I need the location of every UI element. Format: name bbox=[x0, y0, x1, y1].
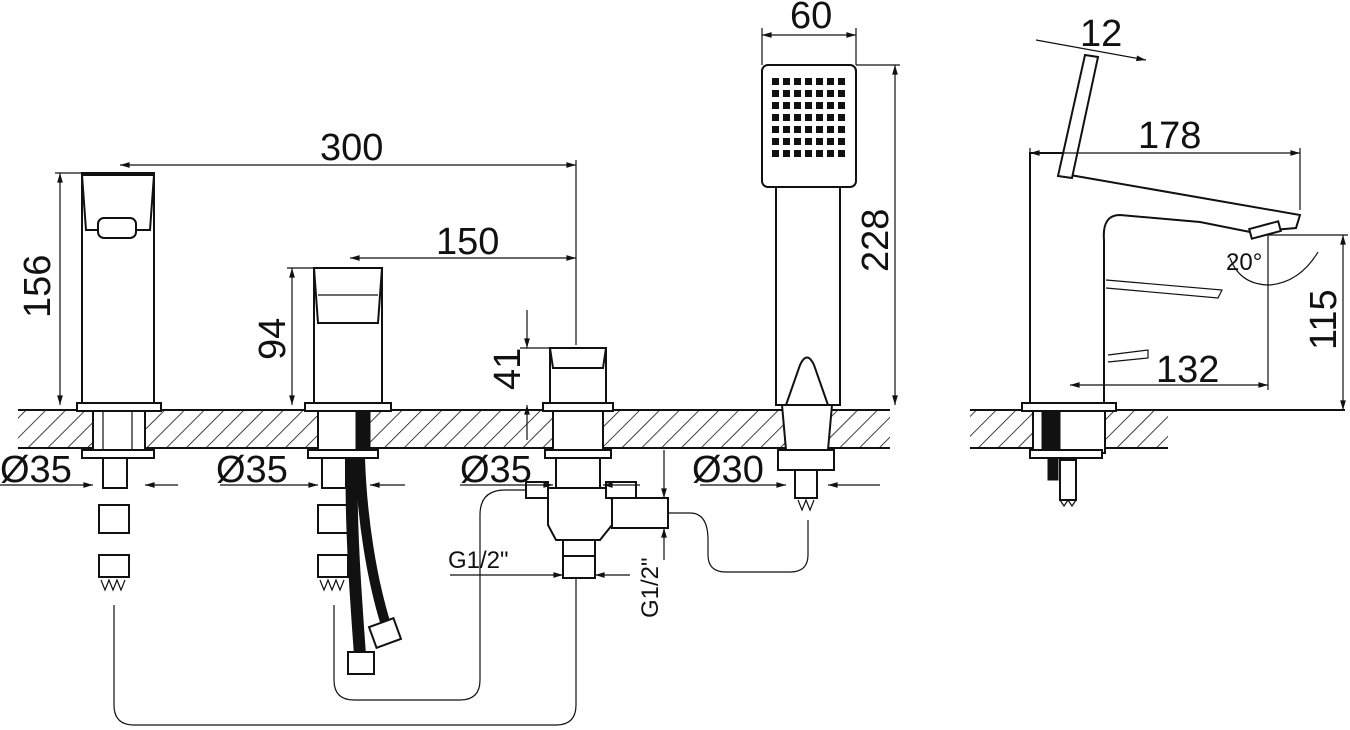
deck-section-right bbox=[970, 409, 1345, 449]
nozzle bbox=[772, 102, 779, 109]
thread-label-2: G1/2" bbox=[637, 557, 664, 618]
dim-60: 60 bbox=[790, 0, 832, 37]
dim-angle: 20° bbox=[1226, 249, 1262, 276]
nozzle bbox=[805, 126, 812, 133]
dim-dia-mixer: Ø35 bbox=[216, 449, 288, 491]
dim-156: 156 bbox=[17, 255, 59, 318]
nozzle bbox=[805, 138, 812, 145]
nozzle bbox=[816, 78, 823, 85]
dim-115: 115 bbox=[1303, 289, 1345, 350]
diverter-valve bbox=[525, 347, 669, 579]
nozzle bbox=[827, 126, 834, 133]
dim-dia-shower: Ø30 bbox=[692, 449, 764, 491]
dim-178: 178 bbox=[1138, 115, 1201, 157]
dim-132: 132 bbox=[1156, 349, 1219, 391]
nozzle bbox=[783, 138, 790, 145]
nozzle bbox=[772, 114, 779, 121]
nozzle bbox=[827, 90, 834, 97]
dim-94: 94 bbox=[252, 318, 294, 360]
hose-lines bbox=[113, 489, 809, 726]
nozzle bbox=[805, 102, 812, 109]
thread-label-1: G1/2" bbox=[448, 547, 509, 574]
nozzle bbox=[783, 150, 790, 157]
nozzle bbox=[827, 138, 834, 145]
nozzle bbox=[827, 114, 834, 121]
nozzle bbox=[794, 138, 801, 145]
dim-dia-spout: Ø35 bbox=[0, 449, 72, 491]
nozzle bbox=[783, 102, 790, 109]
nozzle bbox=[794, 150, 801, 157]
dim-300: 300 bbox=[320, 127, 383, 169]
dimension-lines bbox=[0, 28, 1348, 578]
nozzle bbox=[794, 126, 801, 133]
nozzle bbox=[838, 114, 845, 121]
nozzle bbox=[816, 138, 823, 145]
nozzle bbox=[794, 78, 801, 85]
nozzle bbox=[838, 102, 845, 109]
dim-12: 12 bbox=[1080, 13, 1122, 55]
nozzle bbox=[783, 126, 790, 133]
nozzle bbox=[772, 90, 779, 97]
nozzle bbox=[772, 150, 779, 157]
nozzle bbox=[794, 90, 801, 97]
mixer-valve-1 bbox=[304, 267, 403, 675]
dim-228: 228 bbox=[855, 209, 897, 272]
nozzle bbox=[794, 114, 801, 121]
nozzle bbox=[816, 90, 823, 97]
spout-body bbox=[76, 172, 162, 592]
nozzle bbox=[838, 138, 845, 145]
nozzle bbox=[805, 114, 812, 121]
nozzle bbox=[805, 90, 812, 97]
nozzle bbox=[805, 150, 812, 157]
nozzle bbox=[816, 114, 823, 121]
shower-nozzles bbox=[772, 78, 845, 157]
nozzle bbox=[783, 78, 790, 85]
nozzle bbox=[772, 138, 779, 145]
hand-shower bbox=[761, 64, 857, 512]
nozzle bbox=[838, 150, 845, 157]
nozzle bbox=[772, 78, 779, 85]
side-view-spout bbox=[1021, 53, 1302, 508]
nozzle bbox=[816, 102, 823, 109]
dim-150: 150 bbox=[436, 221, 499, 263]
nozzle bbox=[838, 90, 845, 97]
nozzle bbox=[805, 78, 812, 85]
nozzle bbox=[816, 150, 823, 157]
nozzle bbox=[838, 126, 845, 133]
nozzle bbox=[772, 126, 779, 133]
dim-41: 41 bbox=[487, 348, 529, 390]
deck-section-left bbox=[18, 409, 890, 449]
nozzle bbox=[816, 126, 823, 133]
nozzle bbox=[783, 114, 790, 121]
nozzle bbox=[783, 90, 790, 97]
nozzle bbox=[827, 150, 834, 157]
nozzle bbox=[794, 102, 801, 109]
dimension-labels: 300 150 156 94 41 60 228 12 178 132 115 … bbox=[0, 0, 1345, 618]
nozzle bbox=[827, 102, 834, 109]
dim-dia-diverter: Ø35 bbox=[460, 449, 532, 491]
nozzle bbox=[838, 78, 845, 85]
nozzle bbox=[827, 78, 834, 85]
